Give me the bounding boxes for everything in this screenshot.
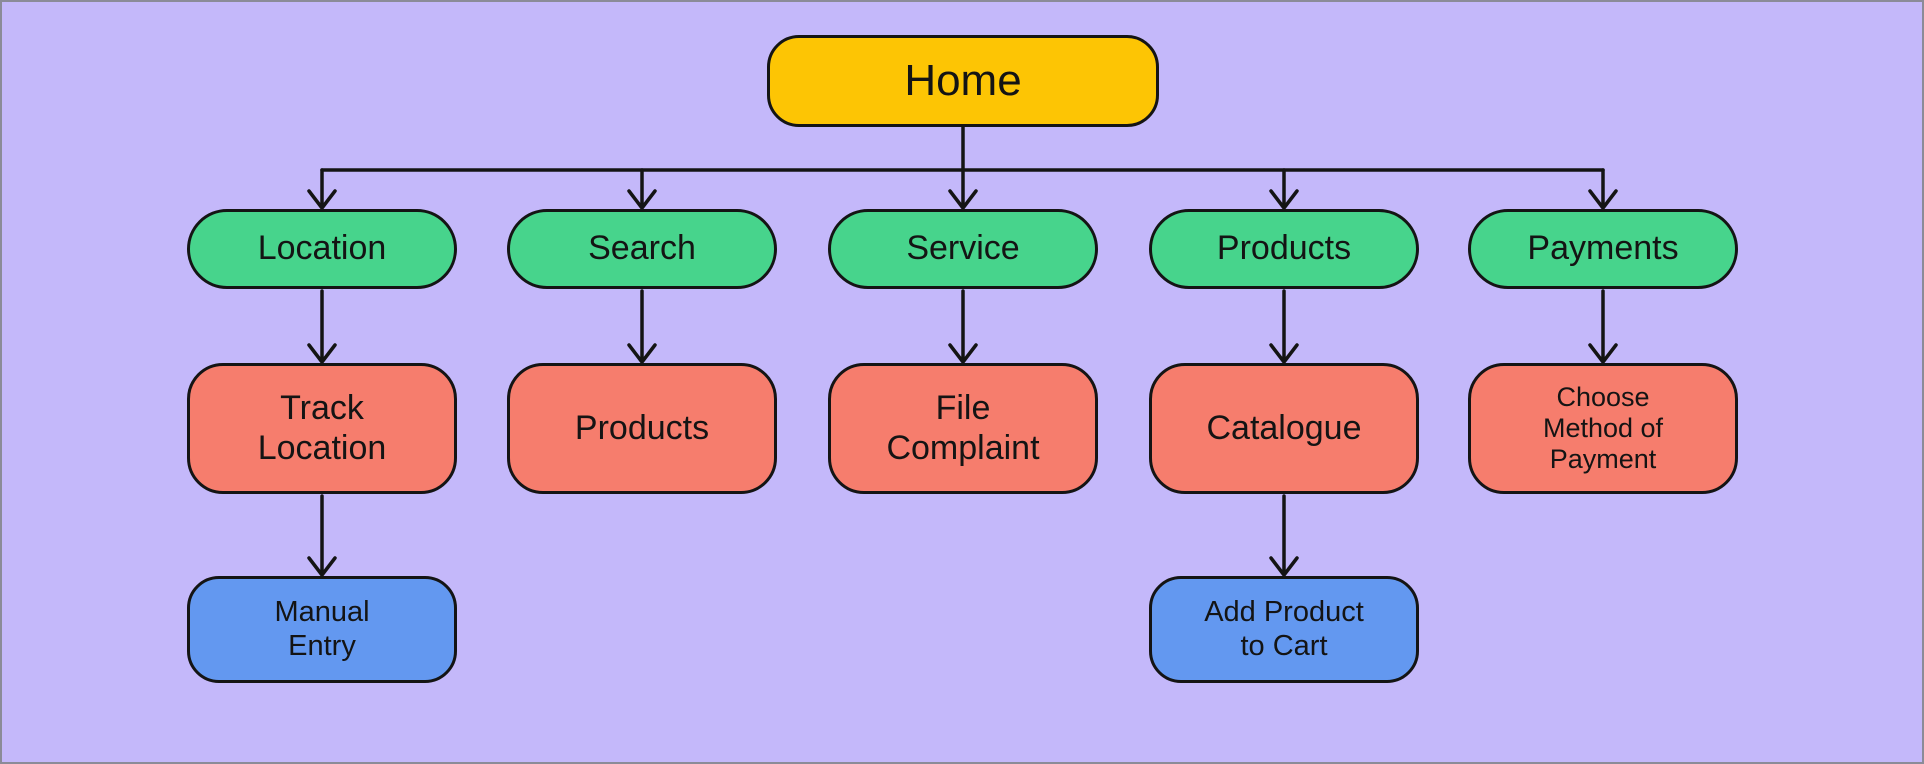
node-track-location[interactable]: Track Location (187, 363, 457, 494)
node-catalogue-label: Catalogue (1206, 408, 1362, 447)
edge-products-catalogue (1269, 289, 1299, 364)
edge-catalogue-add-product-to-cart (1269, 494, 1299, 577)
node-manual-entry-label: Manual Entry (274, 595, 370, 662)
node-file-complaint-label: File Complaint (886, 389, 1040, 467)
node-search-products[interactable]: Products (507, 363, 777, 494)
node-service[interactable]: Service (828, 209, 1098, 289)
node-choose-payment-method[interactable]: Choose Method of Payment (1468, 363, 1738, 494)
node-products[interactable]: Products (1149, 209, 1419, 289)
edge-trunk-search (627, 168, 657, 210)
node-file-complaint[interactable]: File Complaint (828, 363, 1098, 494)
node-search-products-label: Products (574, 408, 710, 447)
edge-trunk-products (1269, 168, 1299, 210)
node-catalogue[interactable]: Catalogue (1149, 363, 1419, 494)
node-products-label: Products (1216, 229, 1352, 268)
node-search-label: Search (588, 229, 696, 268)
node-search[interactable]: Search (507, 209, 777, 289)
edge-location-track-location (307, 289, 337, 364)
edge-track-location-manual-entry (307, 494, 337, 577)
node-service-label: Service (906, 229, 1020, 268)
node-home[interactable]: Home (767, 35, 1159, 127)
node-payments[interactable]: Payments (1468, 209, 1738, 289)
node-manual-entry[interactable]: Manual Entry (187, 576, 457, 683)
node-payments-label: Payments (1527, 229, 1679, 268)
node-track-location-label: Track Location (257, 389, 387, 467)
node-add-product-to-cart[interactable]: Add Product to Cart (1149, 576, 1419, 683)
node-choose-payment-method-label: Choose Method of Payment (1542, 381, 1664, 475)
node-location-label: Location (257, 229, 387, 268)
edge-trunk-location (307, 168, 337, 210)
edge-search-products (627, 289, 657, 364)
edge-trunk-payments (1588, 168, 1618, 210)
edge-payments-choose-payment-method (1588, 289, 1618, 364)
node-location[interactable]: Location (187, 209, 457, 289)
edge-trunk-service (948, 168, 978, 210)
node-add-product-to-cart-label: Add Product to Cart (1204, 595, 1364, 662)
edge-service-file-complaint (948, 289, 978, 364)
node-home-label: Home (904, 56, 1022, 106)
